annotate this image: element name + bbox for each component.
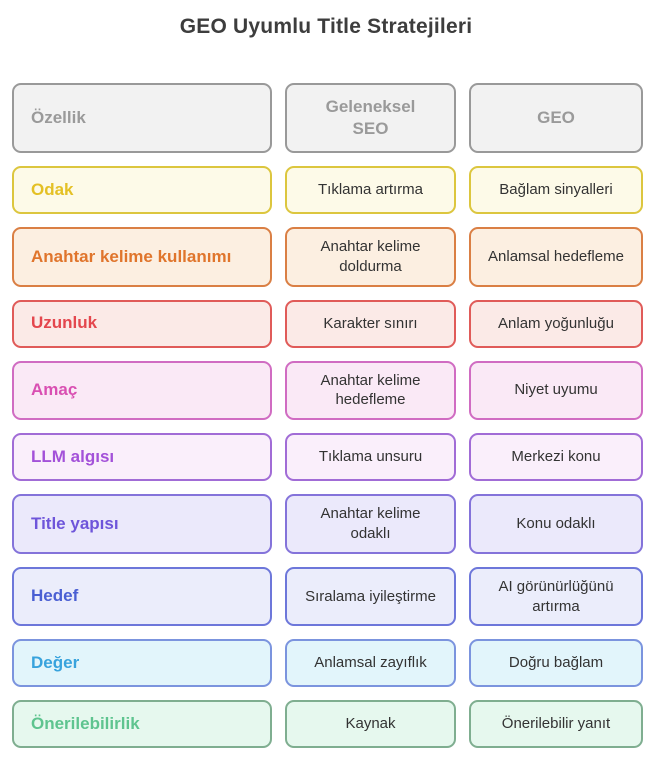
traditional-cell-onerilebilirlik: Kaynak bbox=[285, 700, 456, 749]
feature-cell-llm-algisi: LLM algısı bbox=[12, 433, 272, 482]
feature-label: Title yapısı bbox=[31, 513, 119, 533]
header-feature-label: Özellik bbox=[31, 107, 86, 127]
geo-cell-hedef: AI görünürlüğünü artırma bbox=[469, 566, 643, 627]
feature-cell-hedef: Hedef bbox=[12, 566, 272, 627]
geo-cell-amac: Niyet uyumu bbox=[469, 360, 643, 421]
cell-text: Anahtar kelime doldurma bbox=[320, 238, 421, 275]
feature-label: Anahtar kelime kullanımı bbox=[31, 246, 232, 266]
cell-text: Tıklama unsuru bbox=[318, 448, 423, 466]
header-traditional-seo-label: Geleneksel SEO bbox=[325, 96, 416, 138]
cell-text: Niyet uyumu bbox=[514, 381, 598, 399]
cell-text: Tıklama artırma bbox=[317, 181, 423, 199]
cell-text: Anlam yoğunluğu bbox=[498, 314, 614, 332]
geo-cell-llm-algisi: Merkezi konu bbox=[469, 433, 643, 482]
feature-cell-title-yapisi: Title yapısı bbox=[12, 494, 272, 554]
feature-label: Uzunluk bbox=[31, 313, 98, 333]
geo-cell-uzunluk: Anlam yoğunluğu bbox=[469, 299, 643, 348]
traditional-cell-odak: Tıklama artırma bbox=[285, 166, 456, 214]
cell-text: Kaynak bbox=[345, 715, 396, 733]
traditional-cell-hedef: Sıralama iyileştirme bbox=[285, 566, 456, 627]
feature-label: Odak bbox=[31, 179, 74, 199]
cell-text: Konu odaklı bbox=[516, 515, 596, 533]
header-geo-label: GEO bbox=[537, 107, 575, 127]
traditional-cell-llm-algisi: Tıklama unsuru bbox=[285, 433, 456, 482]
header-feature: Özellik bbox=[12, 83, 272, 153]
traditional-cell-anahtar-kelime-kullanimi: Anahtar kelime doldurma bbox=[285, 227, 456, 287]
geo-cell-deger: Doğru bağlam bbox=[469, 639, 643, 688]
cell-text: Bağlam sinyalleri bbox=[499, 181, 613, 199]
feature-cell-deger: Değer bbox=[12, 639, 272, 688]
feature-cell-odak: Odak bbox=[12, 166, 272, 214]
geo-cell-title-yapisi: Konu odaklı bbox=[469, 494, 643, 554]
cell-text: Anahtar kelime hedefleme bbox=[320, 371, 421, 409]
geo-cell-onerilebilirlik: Önerilebilir yanıt bbox=[469, 700, 643, 749]
feature-label: Değer bbox=[31, 653, 80, 673]
geo-cell-odak: Bağlam sinyalleri bbox=[469, 166, 643, 214]
cell-text: AI görünürlüğünü artırma bbox=[498, 577, 614, 615]
cell-text: Karakter sınırı bbox=[323, 314, 418, 332]
header-traditional-seo: Geleneksel SEO bbox=[285, 83, 456, 153]
feature-cell-amac: Amaç bbox=[12, 360, 272, 421]
traditional-cell-amac: Anahtar kelime hedefleme bbox=[285, 360, 456, 421]
cell-text: Sıralama iyileştirme bbox=[305, 587, 436, 605]
cell-text: Doğru bağlam bbox=[508, 654, 604, 672]
feature-cell-onerilebilirlik: Önerilebilirlik bbox=[12, 700, 272, 749]
feature-label: Hedef bbox=[31, 586, 79, 606]
traditional-cell-title-yapisi: Anahtar kelime odaklı bbox=[285, 494, 456, 554]
feature-cell-anahtar-kelime-kullanimi: Anahtar kelime kullanımı bbox=[12, 227, 272, 287]
page-title: GEO Uyumlu Title Stratejileri bbox=[179, 15, 473, 38]
traditional-cell-deger: Anlamsal zayıflık bbox=[285, 639, 456, 688]
feature-cell-uzunluk: Uzunluk bbox=[12, 299, 272, 348]
traditional-cell-uzunluk: Karakter sınırı bbox=[285, 299, 456, 348]
comparison-table: Özellik Geleneksel SEO GEO Odak Tıklama … bbox=[0, 83, 652, 749]
geo-cell-anahtar-kelime-kullanimi: Anlamsal hedefleme bbox=[469, 227, 643, 287]
cell-text: Merkezi konu bbox=[511, 448, 601, 466]
feature-label: Amaç bbox=[31, 380, 78, 400]
cell-text: Önerilebilir yanıt bbox=[501, 715, 611, 733]
cell-text: Anlamsal hedefleme bbox=[488, 247, 624, 265]
header-geo: GEO bbox=[469, 83, 643, 153]
feature-label: Önerilebilirlik bbox=[31, 714, 140, 734]
feature-label: LLM algısı bbox=[31, 446, 115, 466]
cell-text: Anlamsal zayıflık bbox=[314, 654, 427, 672]
cell-text: Anahtar kelime odaklı bbox=[320, 505, 421, 542]
